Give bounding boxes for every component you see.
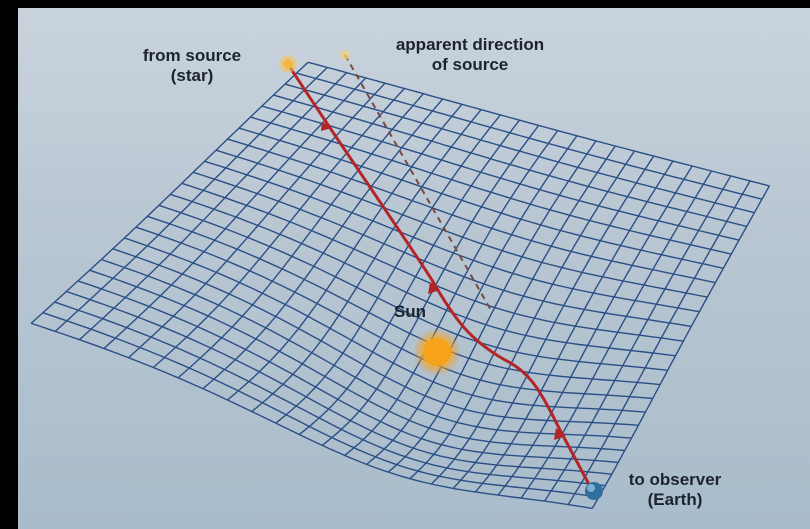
grid-line xyxy=(101,258,632,439)
grid-line xyxy=(284,83,755,214)
grid-line xyxy=(42,312,599,498)
grid-line xyxy=(170,193,676,357)
grid-line xyxy=(296,72,763,200)
apparent-source-icon xyxy=(340,50,350,60)
grid-line xyxy=(227,138,716,284)
observer-label-line-1: to observer xyxy=(628,470,722,489)
path-arrow-3 xyxy=(554,428,566,440)
grid-line xyxy=(54,66,328,332)
grid-line xyxy=(30,322,593,510)
source-label: from source (star) xyxy=(112,46,272,86)
grid-line xyxy=(89,269,625,452)
grid-line xyxy=(135,226,653,400)
grid-line xyxy=(591,185,771,509)
grid-line xyxy=(77,280,619,464)
apparent-label-line-2: of source xyxy=(431,55,509,74)
observer-label-line-2: (Earth) xyxy=(647,490,703,509)
grid-line xyxy=(158,204,668,371)
star-icon xyxy=(279,55,297,73)
spacetime-grid xyxy=(30,61,771,510)
grid-line xyxy=(79,72,348,341)
grid-line xyxy=(567,180,751,505)
apparent-label-line-1: apparent direction xyxy=(395,35,545,54)
observer-label: to observer (Earth) xyxy=(600,470,750,510)
grid-line xyxy=(124,237,646,413)
path-arrow-2 xyxy=(428,282,440,294)
sun-label: Sun xyxy=(393,302,427,321)
grid-line xyxy=(497,165,693,496)
grid-line xyxy=(147,215,661,386)
earth-icon xyxy=(585,482,603,500)
path-arrow-1 xyxy=(321,122,332,131)
grid-line xyxy=(204,160,700,313)
source-label-line-1: from source xyxy=(142,46,242,65)
light-path xyxy=(286,63,594,491)
grid-line xyxy=(215,149,708,298)
grid-line xyxy=(261,105,740,241)
apparent-direction-line xyxy=(344,54,493,313)
apparent-direction-label: apparent direction of source xyxy=(355,35,585,75)
grid-line xyxy=(54,301,606,487)
grid-line xyxy=(307,61,770,187)
grid-line xyxy=(273,94,747,228)
grid-line xyxy=(192,171,692,328)
source-label-line-2: (star) xyxy=(170,66,214,85)
grid-line xyxy=(152,88,405,369)
grid-line xyxy=(112,248,639,426)
grid-line xyxy=(250,116,732,255)
diagram-panel xyxy=(18,8,810,529)
grid-line xyxy=(66,290,612,475)
grid-line xyxy=(298,119,520,436)
grid-line xyxy=(238,127,724,269)
grid-line xyxy=(520,170,713,499)
sun-icon xyxy=(413,328,461,376)
